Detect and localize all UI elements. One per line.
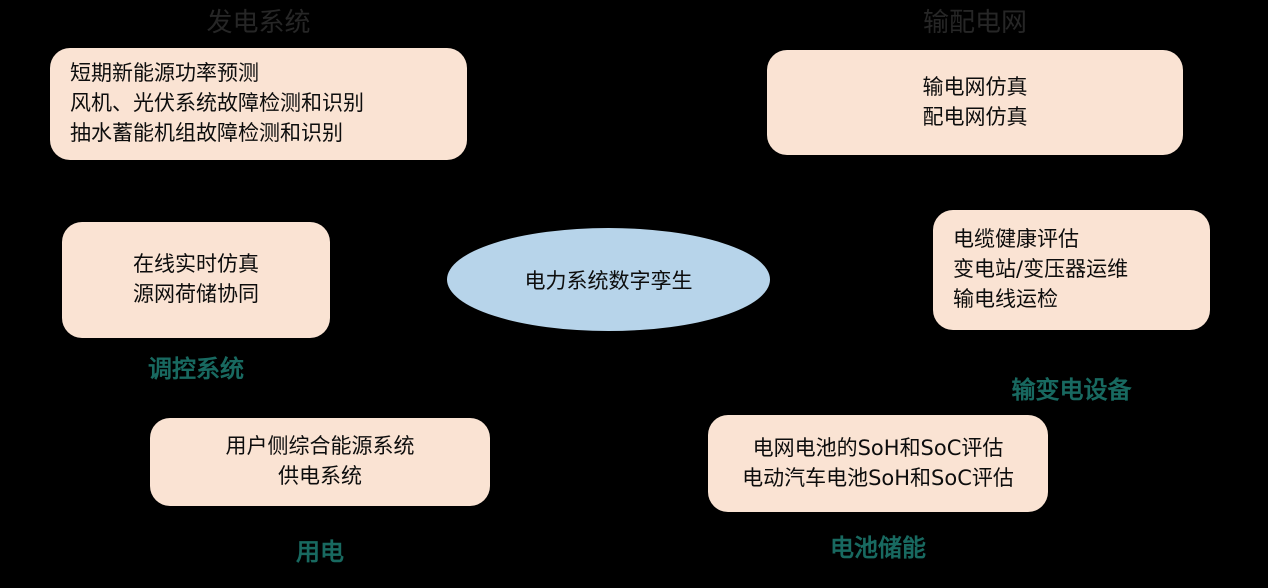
box-storage-line-1: 电网电池的SoH和SoC评估 [752, 435, 1004, 460]
box-storage[interactable]: 电网电池的SoH和SoC评估 电动汽车电池SoH和SoC评估 [708, 415, 1048, 512]
hub-label: 电力系统数字孪生 [524, 268, 693, 293]
box-consumption[interactable]: 用户侧综合能源系统 供电系统 [150, 418, 490, 506]
box-generation-line-2: 风机、光伏系统故障检测和识别 [70, 91, 364, 116]
box-dispatch[interactable]: 在线实时仿真 源网荷储协同 [62, 222, 330, 338]
box-transmission-line-2: 变电站/变压器运维 [953, 257, 1129, 282]
hub-ellipse[interactable]: 电力系统数字孪生 [447, 228, 770, 331]
caption-transmission: 输变电设备 [1011, 376, 1132, 404]
box-generation-line-3: 抽水蓄能机组故障检测和识别 [70, 120, 343, 145]
box-generation-line-1: 短期新能源功率预测 [70, 61, 259, 86]
box-grid-line-1: 输电网仿真 [922, 74, 1028, 99]
box-transmission-line-3: 输电线运检 [953, 286, 1058, 311]
box-dispatch-line-1: 在线实时仿真 [133, 252, 259, 277]
caption-consumption: 用电 [296, 538, 344, 566]
box-consumption-line-1: 用户侧综合能源系统 [225, 434, 415, 459]
box-storage-line-2: 电动汽车电池SoH和SoC评估 [742, 465, 1014, 490]
box-transmission-line-1: 电缆健康评估 [953, 227, 1079, 252]
caption-dispatch: 调控系统 [148, 355, 244, 383]
caption-generation: 发电系统 [206, 8, 311, 38]
caption-storage: 电池储能 [830, 534, 926, 562]
box-consumption-line-2: 供电系统 [278, 464, 362, 488]
caption-grid: 输配电网 [922, 8, 1027, 38]
box-dispatch-line-2: 源网荷储协同 [133, 282, 259, 306]
box-transmission[interactable]: 电缆健康评估 变电站/变压器运维 输电线运检 [933, 210, 1210, 330]
box-grid-line-2: 配电网仿真 [922, 104, 1028, 129]
box-generation[interactable]: 短期新能源功率预测 风机、光伏系统故障检测和识别 抽水蓄能机组故障检测和识别 [50, 48, 467, 160]
box-grid[interactable]: 输电网仿真 配电网仿真 [767, 50, 1183, 155]
